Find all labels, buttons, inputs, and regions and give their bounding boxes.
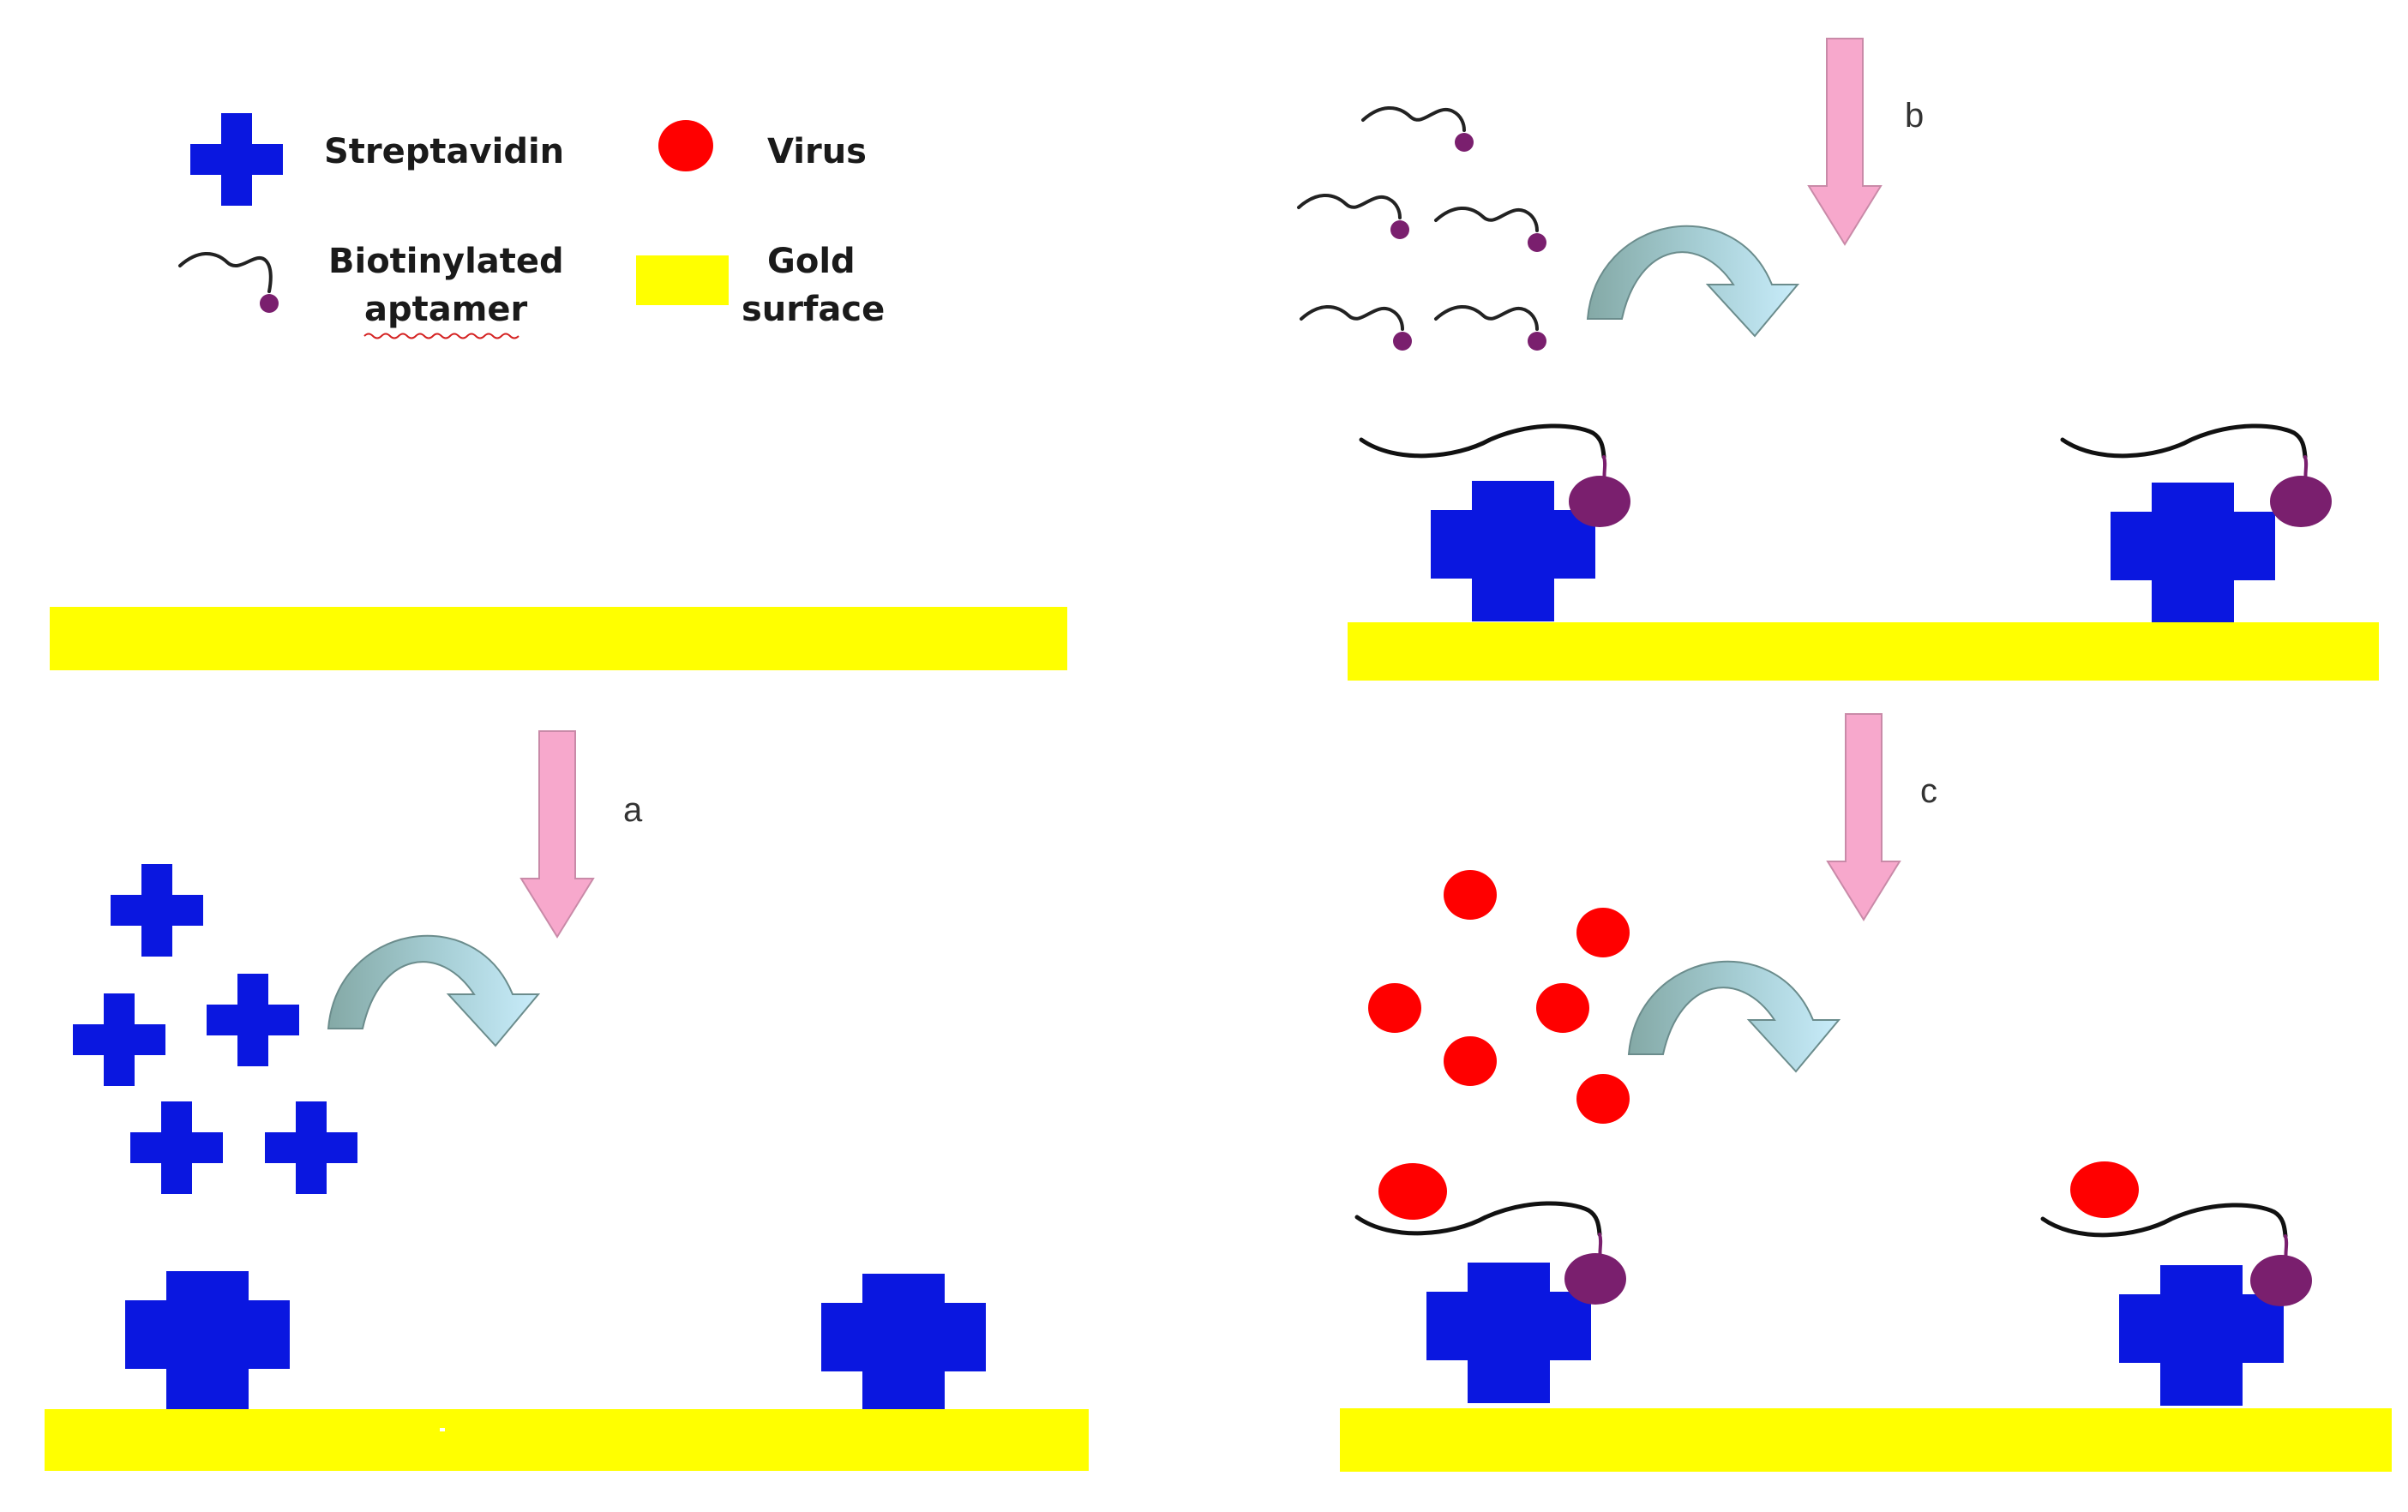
legend-gold-label-line1: Gold <box>767 242 856 281</box>
gold-surface <box>45 1409 1089 1471</box>
legend-streptavidin-icon <box>190 113 283 206</box>
legend-streptavidin-label: Streptavidin <box>324 132 564 171</box>
virus-free <box>1576 908 1630 957</box>
legend-virus-label: Virus <box>767 132 867 171</box>
virus-free <box>1576 1074 1630 1124</box>
curved-arrow-icon <box>1587 225 1798 337</box>
virus-bound <box>1378 1163 1447 1220</box>
virus-free <box>1444 1036 1497 1086</box>
legend-virus-icon <box>658 120 713 171</box>
legend-gold-icon <box>636 255 729 305</box>
streptavidin-bound <box>821 1274 986 1414</box>
curved-arrow-icon <box>327 934 539 1047</box>
aptamer-free <box>1300 304 1414 352</box>
step-a-label: a <box>623 791 643 829</box>
spellcheck-underline <box>363 333 519 339</box>
streptavidin-free <box>130 1101 223 1194</box>
aptamer-free <box>1297 193 1411 241</box>
curved-arrow-icon <box>1628 960 1840 1072</box>
virus-bound <box>2070 1161 2139 1218</box>
aptamer-free <box>1361 105 1475 153</box>
streptavidin-free <box>111 864 203 957</box>
gold-surface <box>50 607 1067 670</box>
step-c-arrow-icon <box>1827 713 1901 921</box>
gold-surface <box>1340 1408 2392 1472</box>
gold-surface-speck <box>440 1428 445 1431</box>
streptavidin-free <box>73 993 165 1086</box>
virus-free <box>1368 983 1421 1033</box>
panel-bare-gold <box>50 607 1067 670</box>
panel-step-b: b <box>1297 38 2379 681</box>
step-a-arrow-icon <box>520 730 594 938</box>
step-b-arrow-icon <box>1808 38 1882 245</box>
legend-gold-label-line2: surface <box>742 290 885 329</box>
virus-free <box>1444 870 1497 920</box>
aptamer-free <box>1434 304 1548 352</box>
legend-aptamer-label-line2: aptamer <box>364 290 528 329</box>
legend-aptamer-label-line1: Biotinylated <box>328 242 564 281</box>
panel-step-c: c <box>1340 713 2392 1472</box>
streptavidin-free <box>265 1101 357 1194</box>
streptavidin-bound <box>2111 483 2275 623</box>
legend-aptamer-icon <box>178 251 279 313</box>
gold-surface <box>1348 622 2379 681</box>
streptavidin-free <box>207 974 299 1066</box>
streptavidin-bound <box>125 1271 290 1412</box>
step-b-label: b <box>1905 97 1924 135</box>
panel-step-a: a <box>45 730 1089 1471</box>
aptamer-free <box>1434 206 1548 254</box>
virus-free <box>1536 983 1589 1033</box>
step-c-label: c <box>1920 772 1937 810</box>
legend: Streptavidin Virus Biotinylated aptamer … <box>178 113 885 339</box>
